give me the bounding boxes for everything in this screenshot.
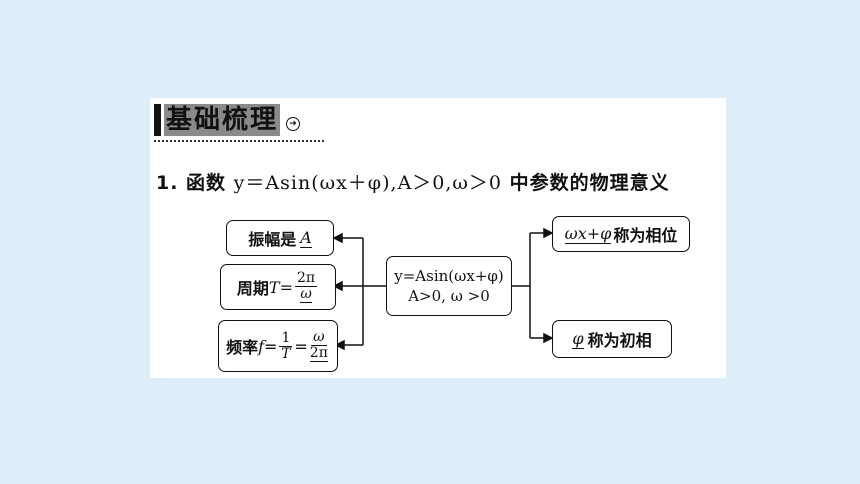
frequency-denominator-2: 2π <box>309 345 328 362</box>
frequency-var: f <box>258 336 265 356</box>
frequency-box: 频率 f = 1 T = ω 2π <box>218 320 338 372</box>
question-prefix: 1. 函数 <box>156 172 234 194</box>
diagram-connectors <box>332 227 554 351</box>
period-fraction: 2π ω <box>294 270 318 303</box>
frequency-eq2: = <box>294 336 308 356</box>
center-formula-line2: A>0, ω >0 <box>408 287 490 305</box>
section-title: 基础梳理 ➔ <box>154 104 301 136</box>
right-arrow-circle-icon: ➔ <box>286 117 301 131</box>
section-title-text: 基础梳理 <box>164 104 281 136</box>
frequency-fraction-1: 1 T <box>279 329 293 362</box>
frequency-numerator-2: ω <box>311 329 327 346</box>
content-card: 基础梳理 ➔ 1. 函数 y＝Asin(ωx＋φ),A＞0,ω＞0 中参数的物理… <box>150 98 726 378</box>
question-formula: y＝Asin(ωx＋φ),A＞0,ω＞0 <box>233 172 502 194</box>
frequency-numerator-1: 1 <box>279 329 293 347</box>
amplitude-value: A <box>300 228 312 248</box>
period-numerator: 2π <box>294 270 318 287</box>
period-label: 周期 <box>236 279 269 298</box>
question-suffix: 中参数的物理意义 <box>502 172 670 194</box>
center-formula-line1: y=Asin(ωx+φ) <box>394 267 504 285</box>
frequency-fraction-2: ω 2π <box>309 329 328 362</box>
period-eq: = <box>279 277 293 297</box>
question-text: 1. 函数 y＝Asin(ωx＋φ),A＞0,ω＞0 中参数的物理意义 <box>156 168 670 195</box>
phase-expr: ωx+φ <box>564 224 612 244</box>
period-denominator: ω <box>300 286 312 303</box>
frequency-label: 频率 <box>226 338 259 357</box>
initial-phase-label: 称为初相 <box>587 331 652 350</box>
center-formula-box: y=Asin(ωx+φ) A>0, ω >0 <box>386 256 512 316</box>
period-box: 周期 T = 2π ω <box>220 264 336 310</box>
phase-box: ωx+φ 称为相位 <box>552 216 690 252</box>
period-var: T <box>268 277 280 297</box>
initial-phase-box: φ 称为初相 <box>552 320 672 358</box>
initial-phase-expr: φ <box>572 329 584 349</box>
frequency-eq1: = <box>264 336 278 356</box>
amplitude-box: 振幅是 A <box>226 220 334 256</box>
amplitude-label: 振幅是 <box>248 230 297 249</box>
frequency-denominator-1: T <box>281 345 291 362</box>
title-marker-bar <box>154 104 161 136</box>
title-dotted-underline <box>154 140 324 142</box>
phase-label: 称为相位 <box>613 226 678 245</box>
